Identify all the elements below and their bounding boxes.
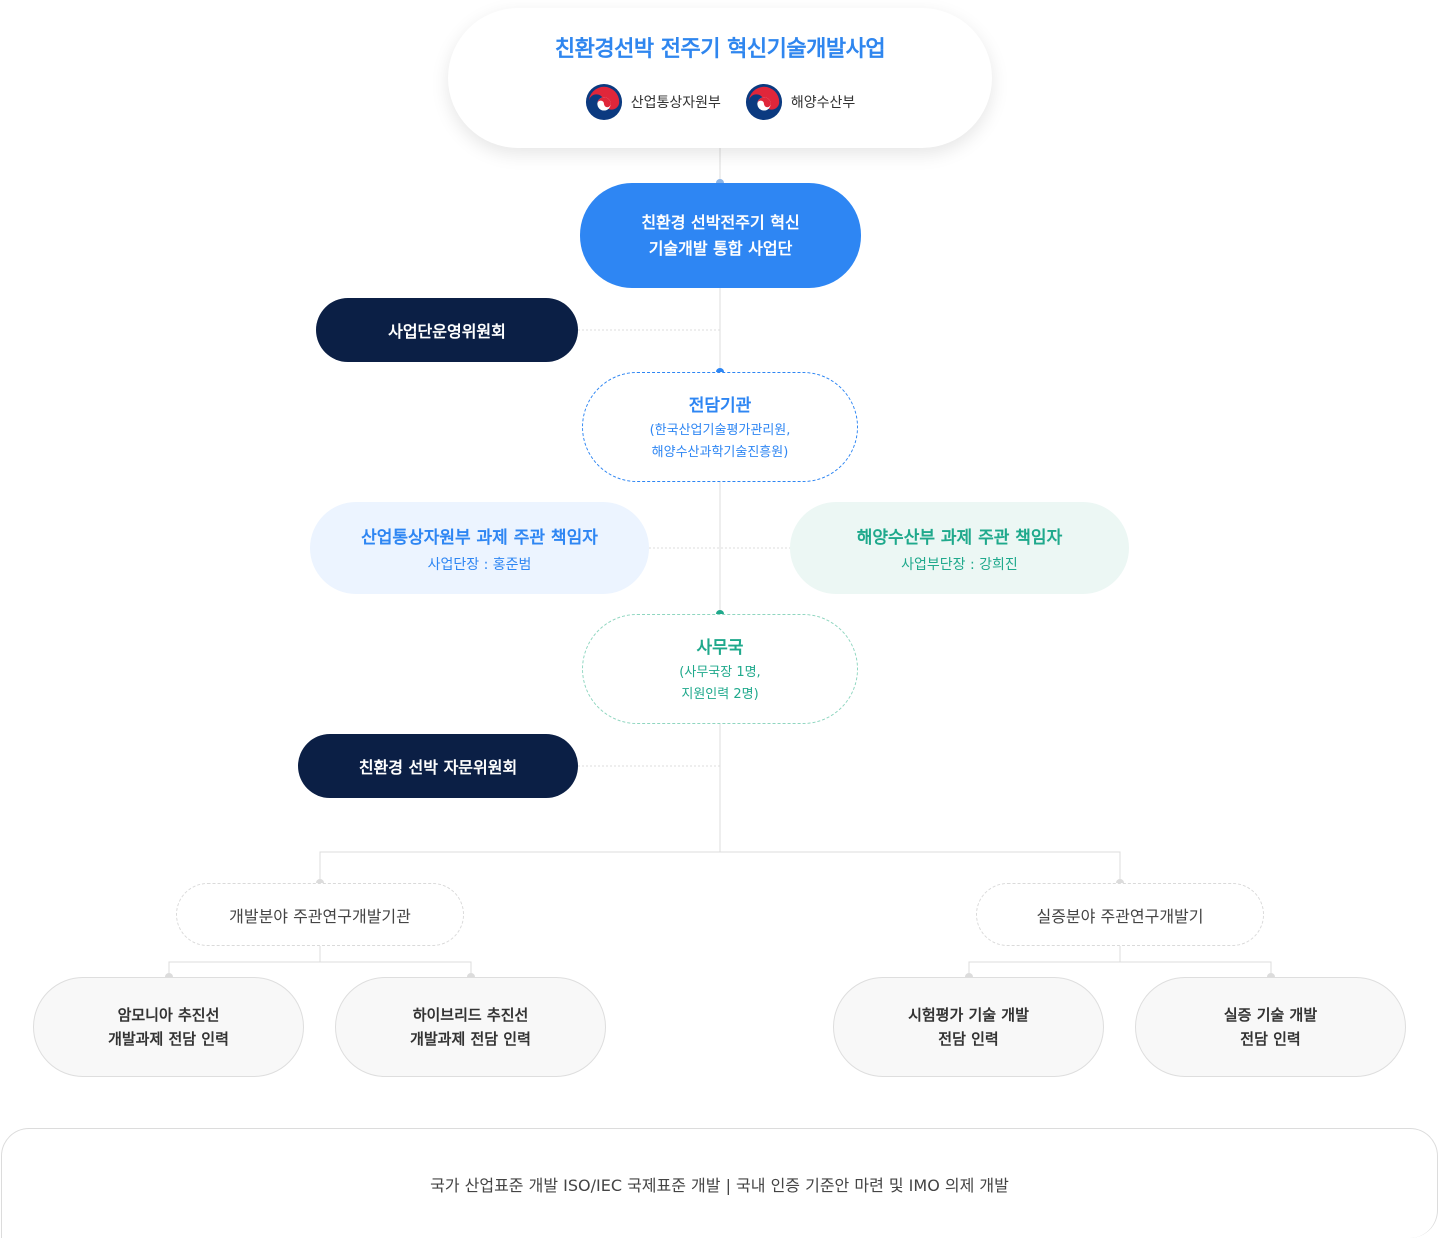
dev-research-org-label: 개발분야 주관연구개발기관 bbox=[229, 906, 411, 926]
secretariat-line-2: 지원인력 2명) bbox=[681, 686, 759, 702]
group-line-1: 친환경 선박전주기 혁신 bbox=[641, 212, 800, 232]
lead-mof-sub: 사업부단장 : 강희진 bbox=[901, 556, 1018, 573]
agency-title: 전담기관 bbox=[688, 395, 752, 416]
agency-line-2: 해양수산과학기술진흥원) bbox=[651, 444, 789, 460]
ministry-label: 해양수산부 bbox=[790, 95, 856, 111]
lead-motie-title: 산업통상자원부 과제 주관 책임자 bbox=[361, 527, 598, 548]
ministry-label: 산업통상자원부 bbox=[630, 95, 721, 111]
integrated-project-group: 친환경 선박전주기 혁신 기술개발 통합 사업단 bbox=[580, 183, 861, 288]
team-line-1: 암모니아 추진선 bbox=[117, 1006, 220, 1024]
standards-footer: 국가 산업표준 개발 ISO/IEC 국제표준 개발 | 국내 인증 기준안 마… bbox=[1, 1128, 1438, 1238]
team-demo: 실증 기술 개발 전담 인력 bbox=[1135, 977, 1406, 1077]
steering-committee-label: 사업단운영위원회 bbox=[388, 322, 506, 341]
ministry-motie: 산업통상자원부 bbox=[585, 83, 721, 121]
project-title-card: 친환경선박 전주기 혁신기술개발사업 산업통상자원부 해양수산부 bbox=[448, 8, 992, 148]
agency-line-1: (한국산업기술평가관리원, bbox=[649, 422, 791, 438]
demo-research-org: 실증분야 주관연구개발기 bbox=[976, 883, 1264, 946]
ministry-mof: 해양수산부 bbox=[745, 83, 855, 121]
demo-research-org-label: 실증분야 주관연구개발기 bbox=[1036, 906, 1204, 926]
managing-agency: 전담기관 (한국산업기술평가관리원, 해양수산과학기술진흥원) bbox=[582, 372, 858, 482]
lead-mof: 해양수산부 과제 주관 책임자 사업부단장 : 강희진 bbox=[790, 502, 1129, 594]
lead-motie: 산업통상자원부 과제 주관 책임자 사업단장 : 홍준범 bbox=[310, 502, 649, 594]
team-hybrid: 하이브리드 추진선 개발과제 전담 인력 bbox=[335, 977, 606, 1077]
secretariat: 사무국 (사무국장 1명, 지원인력 2명) bbox=[582, 614, 858, 724]
team-line-1: 하이브리드 추진선 bbox=[412, 1006, 529, 1024]
secretariat-line-1: (사무국장 1명, bbox=[679, 664, 761, 680]
lead-mof-title: 해양수산부 과제 주관 책임자 bbox=[856, 527, 1063, 548]
team-line-2: 전담 인력 bbox=[938, 1030, 999, 1048]
lead-motie-sub: 사업단장 : 홍준범 bbox=[427, 556, 532, 573]
advisory-committee-label: 친환경 선박 자문위원회 bbox=[358, 758, 518, 777]
team-line-2: 개발과제 전담 인력 bbox=[410, 1030, 531, 1048]
footer-text: 국가 산업표준 개발 ISO/IEC 국제표준 개발 | 국내 인증 기준안 마… bbox=[430, 1175, 1009, 1195]
steering-committee: 사업단운영위원회 bbox=[316, 298, 578, 362]
team-line-2: 전담 인력 bbox=[1240, 1030, 1301, 1048]
group-line-2: 기술개발 통합 사업단 bbox=[648, 238, 793, 258]
dev-research-org: 개발분야 주관연구개발기관 bbox=[176, 883, 464, 946]
ministry-list: 산업통상자원부 해양수산부 bbox=[585, 83, 855, 121]
team-line-1: 실증 기술 개발 bbox=[1223, 1006, 1318, 1024]
project-title: 친환경선박 전주기 혁신기술개발사업 bbox=[554, 37, 886, 62]
team-test-eval: 시험평가 기술 개발 전담 인력 bbox=[833, 977, 1104, 1077]
team-line-1: 시험평가 기술 개발 bbox=[908, 1006, 1029, 1024]
team-ammonia: 암모니아 추진선 개발과제 전담 인력 bbox=[33, 977, 304, 1077]
taegeuk-emblem-icon bbox=[745, 83, 782, 121]
advisory-committee: 친환경 선박 자문위원회 bbox=[298, 734, 578, 798]
taegeuk-emblem-icon bbox=[585, 83, 622, 121]
team-line-2: 개발과제 전담 인력 bbox=[108, 1030, 229, 1048]
secretariat-title: 사무국 bbox=[696, 637, 744, 658]
